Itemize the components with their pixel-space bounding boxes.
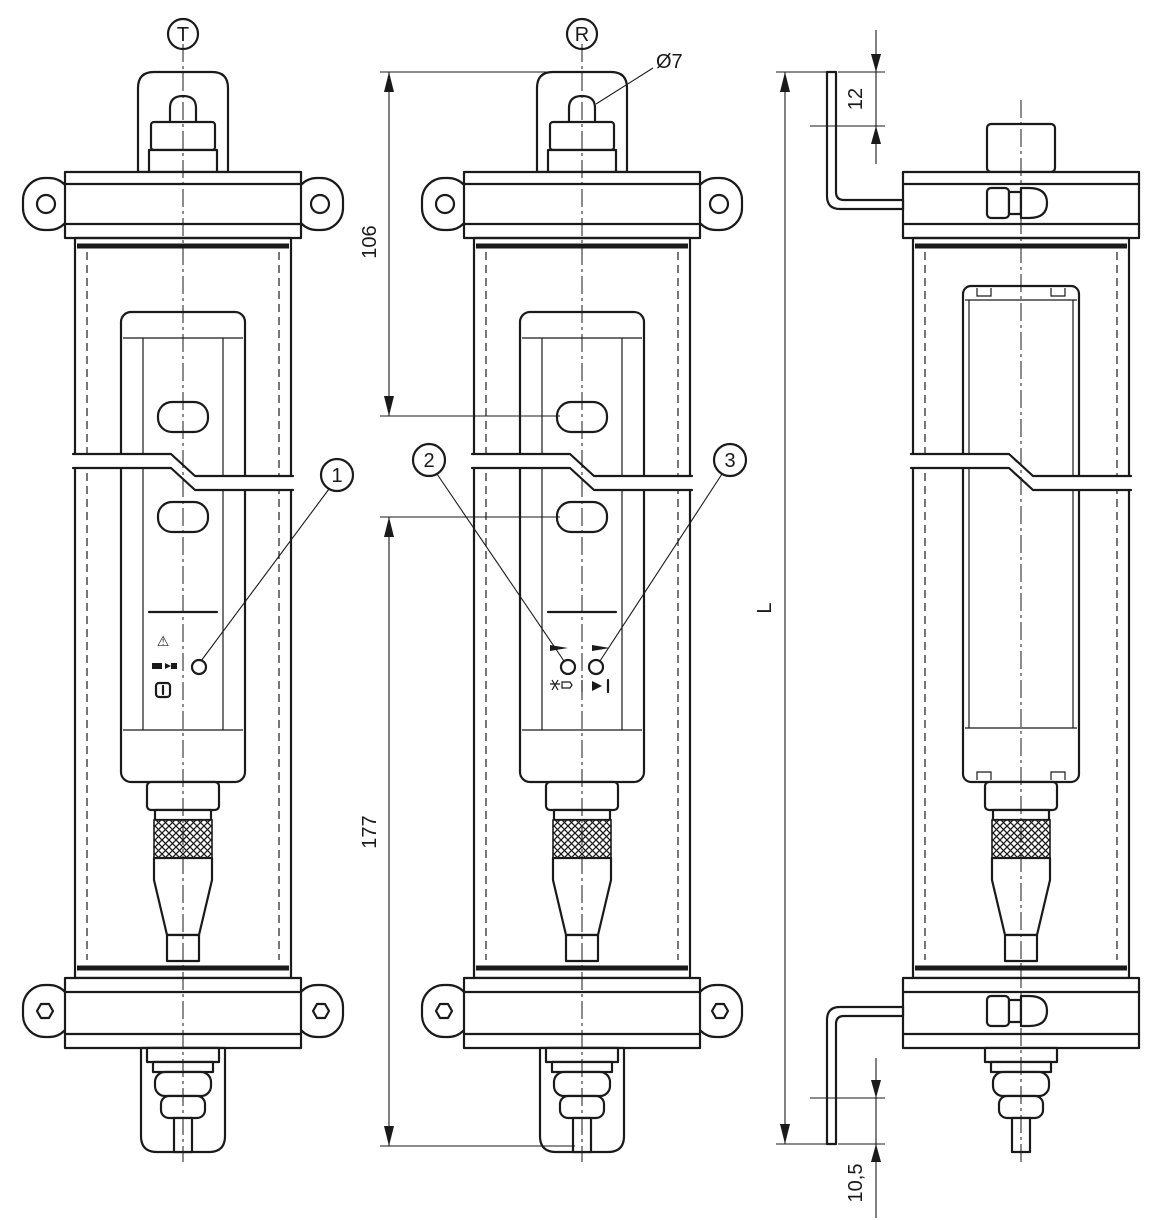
receiver-view <box>422 44 742 1162</box>
svg-text:12: 12 <box>845 88 867 110</box>
dimension-overall-length: L <box>754 71 830 1145</box>
warning-triangle-icon: ⚠ <box>157 634 170 650</box>
dimension-12: 12 <box>810 30 885 164</box>
label-transmitter: T <box>166 17 200 51</box>
side-view <box>901 100 1141 1162</box>
label-receiver: R <box>565 17 599 51</box>
view-label-t: T <box>177 24 189 46</box>
svg-text:Ø7: Ø7 <box>656 51 683 73</box>
svg-text:3: 3 <box>724 450 735 472</box>
indicator-led-right <box>587 658 605 676</box>
callout-3: 3 <box>599 442 748 662</box>
indicator-led-left <box>559 658 577 676</box>
svg-text:1: 1 <box>331 465 342 487</box>
dimension-106: 106 <box>359 71 575 417</box>
indicator-led <box>190 658 208 676</box>
power-icon <box>154 681 172 699</box>
beam-icon <box>152 663 177 669</box>
svg-text:2: 2 <box>423 450 434 472</box>
mounting-bracket-top <box>825 70 905 211</box>
callout-1: 1 <box>200 457 355 662</box>
view-label-r: R <box>575 24 589 46</box>
callout-2: 2 <box>411 442 565 662</box>
dimension-hole-diameter: Ø7 <box>595 51 683 105</box>
svg-text:177: 177 <box>359 815 381 848</box>
mounting-bracket-bottom <box>825 1005 905 1146</box>
svg-text:L: L <box>754 602 776 613</box>
svg-text:106: 106 <box>359 225 381 258</box>
svg-text:10,5: 10,5 <box>845 1164 867 1203</box>
dimension-177: 177 <box>359 516 575 1147</box>
transmitter-view: ⚠ <box>23 44 343 1162</box>
dimension-10-5: 10,5 <box>810 1058 885 1218</box>
